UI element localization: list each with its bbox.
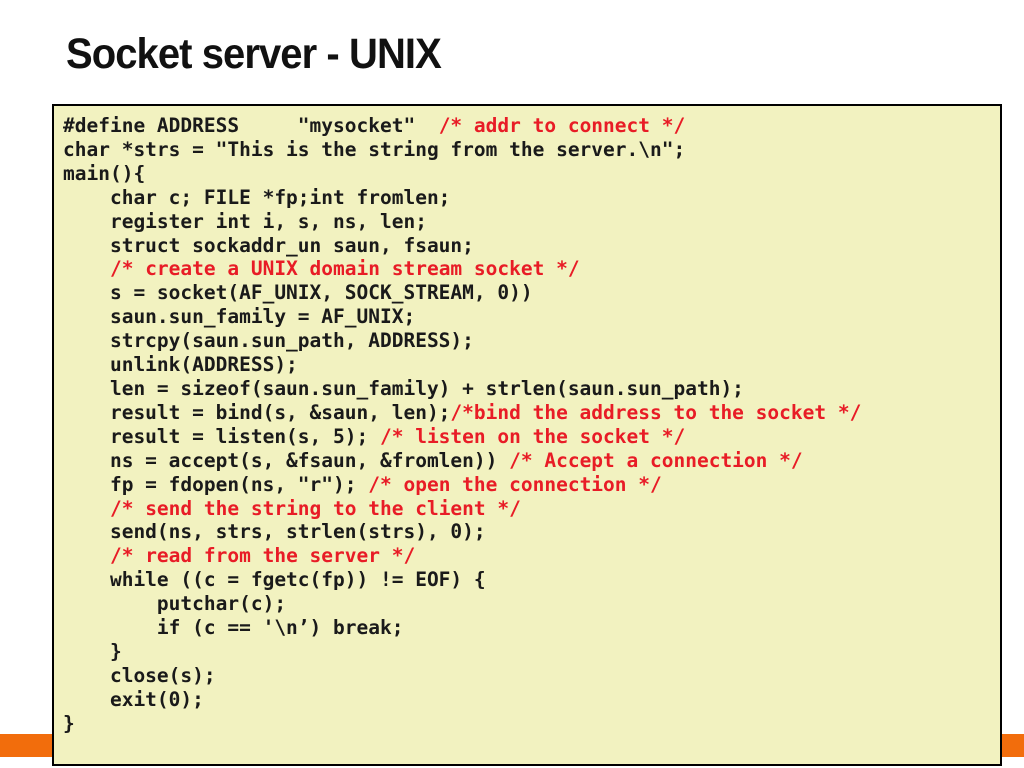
- slide-title: Socket server - UNIX: [66, 30, 442, 78]
- code-comment-segment: /* addr to connect */: [438, 114, 686, 137]
- code-line: struct sockaddr_un saun, fsaun;: [63, 234, 996, 258]
- code-segment: s = socket(AF_UNIX, SOCK_STREAM, 0)): [63, 281, 533, 305]
- code-comment-segment: /* read from the server */: [109, 544, 416, 568]
- code-line: unlink(ADDRESS);: [63, 353, 996, 377]
- code-line: }: [63, 640, 996, 664]
- code-segment: putchar(c);: [63, 592, 287, 616]
- code-segment: close(s);: [63, 663, 216, 687]
- code-segment: }: [63, 639, 122, 663]
- code-segment: if (c == '\n’) break;: [63, 616, 404, 640]
- code-line: close(s);: [63, 664, 996, 688]
- code-segment: while ((c = fgetc(fp)) != EOF) {: [63, 568, 486, 592]
- code-segment: result = bind(s, &saun, len);: [63, 400, 451, 424]
- code-line: putchar(c);: [63, 592, 996, 616]
- code-segment: [63, 497, 110, 520]
- code-box: #define ADDRESS "mysocket" /* addr to co…: [52, 104, 1002, 766]
- code-line: fp = fdopen(ns, "r"); /* open the connec…: [63, 473, 996, 497]
- code-line: exit(0);: [63, 688, 996, 712]
- code-line: result = bind(s, &saun, len);/*bind the …: [63, 401, 996, 425]
- code-line: saun.sun_family = AF_UNIX;: [63, 305, 996, 329]
- code-line: while ((c = fgetc(fp)) != EOF) {: [63, 568, 996, 592]
- code-line: len = sizeof(saun.sun_family) + strlen(s…: [63, 377, 996, 401]
- code-line: s = socket(AF_UNIX, SOCK_STREAM, 0)): [63, 281, 996, 305]
- code-line: #define ADDRESS "mysocket" /* addr to co…: [63, 114, 996, 138]
- code-line: /* create a UNIX domain stream socket */: [63, 257, 996, 281]
- code-segment: exit(0);: [63, 687, 204, 711]
- code-line: result = listen(s, 5); /* listen on the …: [63, 425, 996, 449]
- code-segment: ns = accept(s, &fsaun, &fromlen)): [63, 448, 510, 472]
- code-segment: [63, 544, 110, 567]
- code-line: send(ns, strs, strlen(strs), 0);: [63, 520, 996, 544]
- code-comment-segment: /* create a UNIX domain stream socket */: [109, 257, 580, 281]
- code-line: register int i, s, ns, len;: [63, 210, 996, 234]
- code-line: strcpy(saun.sun_path, ADDRESS);: [63, 329, 996, 353]
- code-segment: strcpy(saun.sun_path, ADDRESS);: [63, 329, 474, 353]
- code-line: main(){: [63, 162, 996, 186]
- code-comment-segment: /* listen on the socket */: [379, 424, 686, 448]
- code-comment-segment: /* Accept a connection */: [509, 448, 803, 472]
- code-segment: send(ns, strs, strlen(strs), 0);: [63, 520, 486, 544]
- code-segment: len = sizeof(saun.sun_family) + strlen(s…: [63, 376, 744, 400]
- code-line: }: [63, 712, 996, 736]
- code-line: if (c == '\n’) break;: [63, 616, 996, 640]
- code-comment-segment: /* send the string to the client */: [109, 496, 521, 520]
- code-segment: char *strs = "This is the string from th…: [63, 137, 686, 161]
- code-segment: }: [63, 711, 75, 735]
- code-segment: [63, 257, 110, 280]
- code-segment: unlink(ADDRESS);: [63, 353, 298, 377]
- code-segment: saun.sun_family = AF_UNIX;: [63, 305, 416, 329]
- code-lines: #define ADDRESS "mysocket" /* addr to co…: [54, 106, 1000, 736]
- code-segment: register int i, s, ns, len;: [63, 209, 427, 233]
- code-segment: main(){: [63, 161, 146, 185]
- code-segment: result = listen(s, 5);: [63, 424, 380, 448]
- code-comment-segment: /* open the connection */: [368, 472, 662, 496]
- code-line: ns = accept(s, &fsaun, &fromlen)) /* Acc…: [63, 449, 996, 473]
- code-segment: struct sockaddr_un saun, fsaun;: [63, 233, 474, 257]
- code-line: /* read from the server */: [63, 544, 996, 568]
- code-line: char *strs = "This is the string from th…: [63, 138, 996, 162]
- code-line: char c; FILE *fp;int fromlen;: [63, 186, 996, 210]
- code-segment: fp = fdopen(ns, "r");: [63, 472, 369, 496]
- code-segment: char c; FILE *fp;int fromlen;: [63, 185, 451, 209]
- code-comment-segment: /*bind the address to the socket */: [450, 400, 862, 424]
- code-line: /* send the string to the client */: [63, 497, 996, 521]
- code-segment: #define ADDRESS "mysocket": [63, 114, 439, 137]
